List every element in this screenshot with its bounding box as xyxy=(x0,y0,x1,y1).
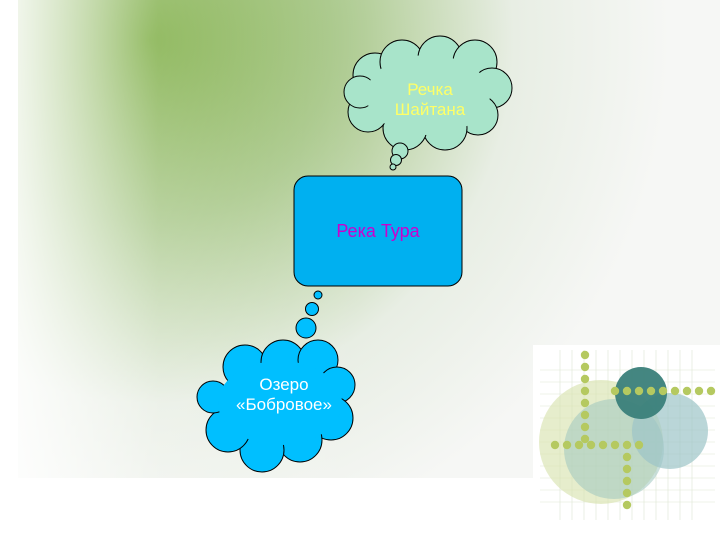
creek-label: Речка Шайтана xyxy=(394,80,466,119)
river-node xyxy=(293,175,463,287)
lake-label: Озеро «Бобровое» xyxy=(236,375,332,414)
creek-thought-cloud xyxy=(343,35,513,171)
river-label: Река Тура xyxy=(336,221,420,241)
decorative-corner-graphic xyxy=(533,345,720,525)
lake-thought-cloud xyxy=(196,290,356,473)
